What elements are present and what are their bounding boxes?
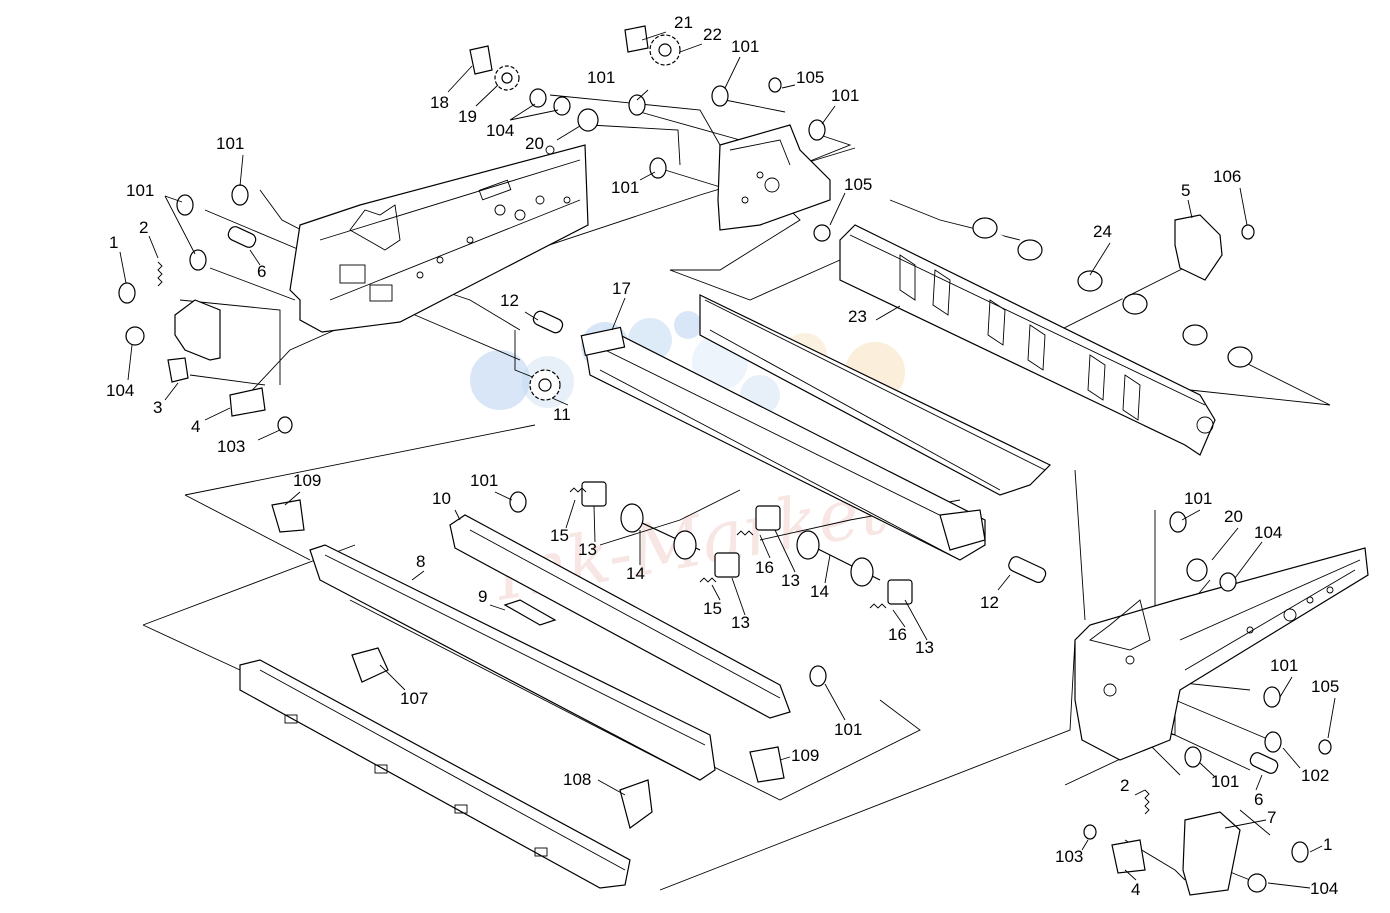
callout-13: 13: [578, 540, 597, 559]
callout-16: 16: [755, 558, 774, 577]
screws: [118, 77, 1332, 863]
bracket-5: [1174, 214, 1223, 281]
callout-24: 24: [1093, 222, 1112, 241]
callout-5: 5: [1181, 181, 1190, 200]
callout-105: 105: [1311, 677, 1339, 696]
callout-109: 109: [791, 746, 819, 765]
guide-plate-17: [580, 326, 986, 561]
callout-101: 101: [587, 68, 615, 87]
callout-12: 12: [500, 291, 519, 310]
clips: [271, 25, 785, 830]
callout-101: 101: [1211, 772, 1239, 791]
upper-guide-23: [839, 224, 1216, 456]
callout-108: 108: [563, 770, 591, 789]
callout-1: 1: [109, 233, 118, 252]
springs: [157, 261, 1150, 815]
callout-101: 101: [834, 720, 862, 739]
callout-18: 18: [430, 93, 449, 112]
roller-14-right: [796, 530, 881, 587]
callout-101: 101: [1270, 656, 1298, 675]
callout-3: 3: [153, 398, 162, 417]
callout-104: 104: [486, 121, 514, 140]
callout-103: 103: [1055, 847, 1083, 866]
bottom-frame: [239, 659, 631, 889]
callout-2: 2: [1120, 776, 1129, 795]
callout-105: 105: [844, 175, 872, 194]
callout-11: 11: [553, 405, 571, 424]
callout-109: 109: [293, 471, 321, 490]
callout-6: 6: [257, 262, 266, 281]
left-side-plate: [289, 144, 589, 333]
callout-2: 2: [139, 218, 148, 237]
callout-104: 104: [106, 381, 134, 400]
callout-leaders: [119, 31, 1336, 889]
callout-101: 101: [831, 86, 859, 105]
callout-104: 104: [1254, 523, 1282, 542]
levers: [167, 299, 1241, 896]
callout-19: 19: [458, 107, 477, 126]
callout-20: 20: [1224, 507, 1243, 526]
callout-107: 107: [400, 689, 428, 708]
callout-17: 17: [612, 279, 631, 298]
callout-1: 1: [1323, 835, 1332, 854]
guide-plate-8: [309, 544, 716, 781]
callout-10: 10: [432, 489, 451, 508]
callout-22: 22: [703, 25, 722, 44]
callout-15: 15: [550, 526, 569, 545]
roller-shaft-24: [929, 199, 1306, 391]
callout-15: 15: [703, 599, 722, 618]
pins: [227, 226, 1279, 774]
callout-101: 101: [1184, 489, 1212, 508]
callout-101: 101: [126, 181, 154, 200]
callout-13: 13: [915, 638, 934, 657]
callout-105: 105: [796, 68, 824, 87]
bushings: [125, 88, 1267, 893]
callout-labels: 21 22 101 105 101 101 18 19 104 20 101 1…: [106, 13, 1339, 899]
callout-102: 102: [1301, 766, 1329, 785]
transfer-guide: [699, 294, 1052, 496]
callout-9: 9: [478, 587, 487, 606]
top-bracket: [717, 124, 831, 231]
callout-16: 16: [888, 625, 907, 644]
callout-8: 8: [416, 552, 425, 571]
callout-12: 12: [980, 593, 999, 612]
decal-9: [503, 599, 557, 626]
gears: [494, 34, 681, 401]
callout-21: 21: [674, 13, 693, 32]
callout-103: 103: [217, 437, 245, 456]
callout-4: 4: [191, 417, 200, 436]
callout-101: 101: [731, 37, 759, 56]
bearings-13: [581, 481, 913, 605]
callout-23: 23: [848, 307, 867, 326]
callout-7: 7: [1267, 808, 1276, 827]
callout-101: 101: [470, 471, 498, 490]
callout-4: 4: [1131, 880, 1140, 899]
right-side-plate: [1074, 547, 1369, 761]
callout-101: 101: [216, 134, 244, 153]
callout-20: 20: [525, 134, 544, 153]
callout-6: 6: [1254, 790, 1263, 809]
callout-13: 13: [731, 613, 750, 632]
callout-14: 14: [626, 564, 645, 583]
callout-104: 104: [1310, 879, 1338, 898]
callout-13: 13: [781, 571, 800, 590]
roller-14-left: [620, 503, 701, 560]
callout-106: 106: [1213, 167, 1241, 186]
callout-14: 14: [810, 582, 829, 601]
guide-plate-10: [449, 514, 791, 719]
callout-101: 101: [611, 178, 639, 197]
